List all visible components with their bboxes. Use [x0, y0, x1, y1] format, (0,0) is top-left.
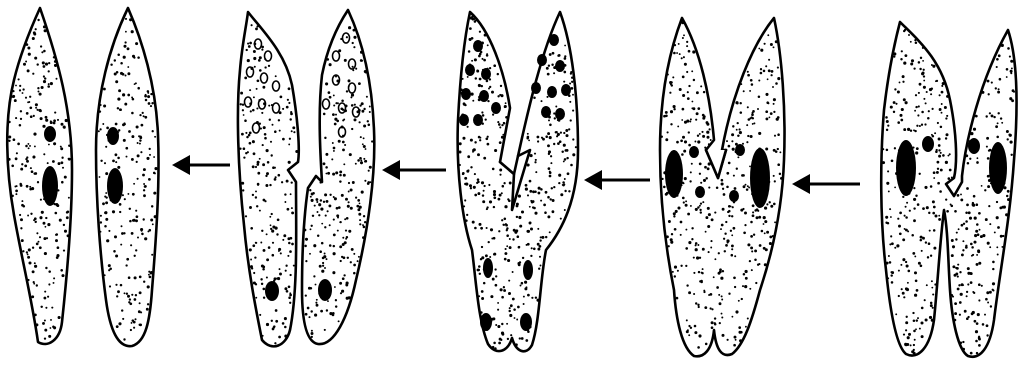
micronucleus: [735, 144, 745, 156]
arrow-left: [584, 170, 650, 190]
micronucleus: [44, 126, 56, 142]
macronucleus: [665, 150, 683, 198]
micronucleus: [729, 190, 739, 202]
stage-v-shaped-cleavage: [458, 12, 578, 351]
macronucleus: [318, 279, 332, 301]
micronucleus: [107, 127, 119, 145]
stage-conjugating-pair: [881, 22, 1016, 357]
arrow-left: [172, 155, 230, 175]
daughter-cell-left: [7, 8, 72, 344]
micronucleus: [695, 186, 705, 198]
macronucleus: [480, 313, 492, 331]
stage-early-longitudinal-division: [660, 18, 785, 356]
macronucleus: [989, 142, 1007, 194]
arrow-left: [382, 160, 446, 180]
macronucleus: [107, 168, 123, 204]
macronucleus: [265, 281, 279, 301]
micronucleus: [689, 146, 699, 158]
arrow-left: [792, 174, 860, 194]
